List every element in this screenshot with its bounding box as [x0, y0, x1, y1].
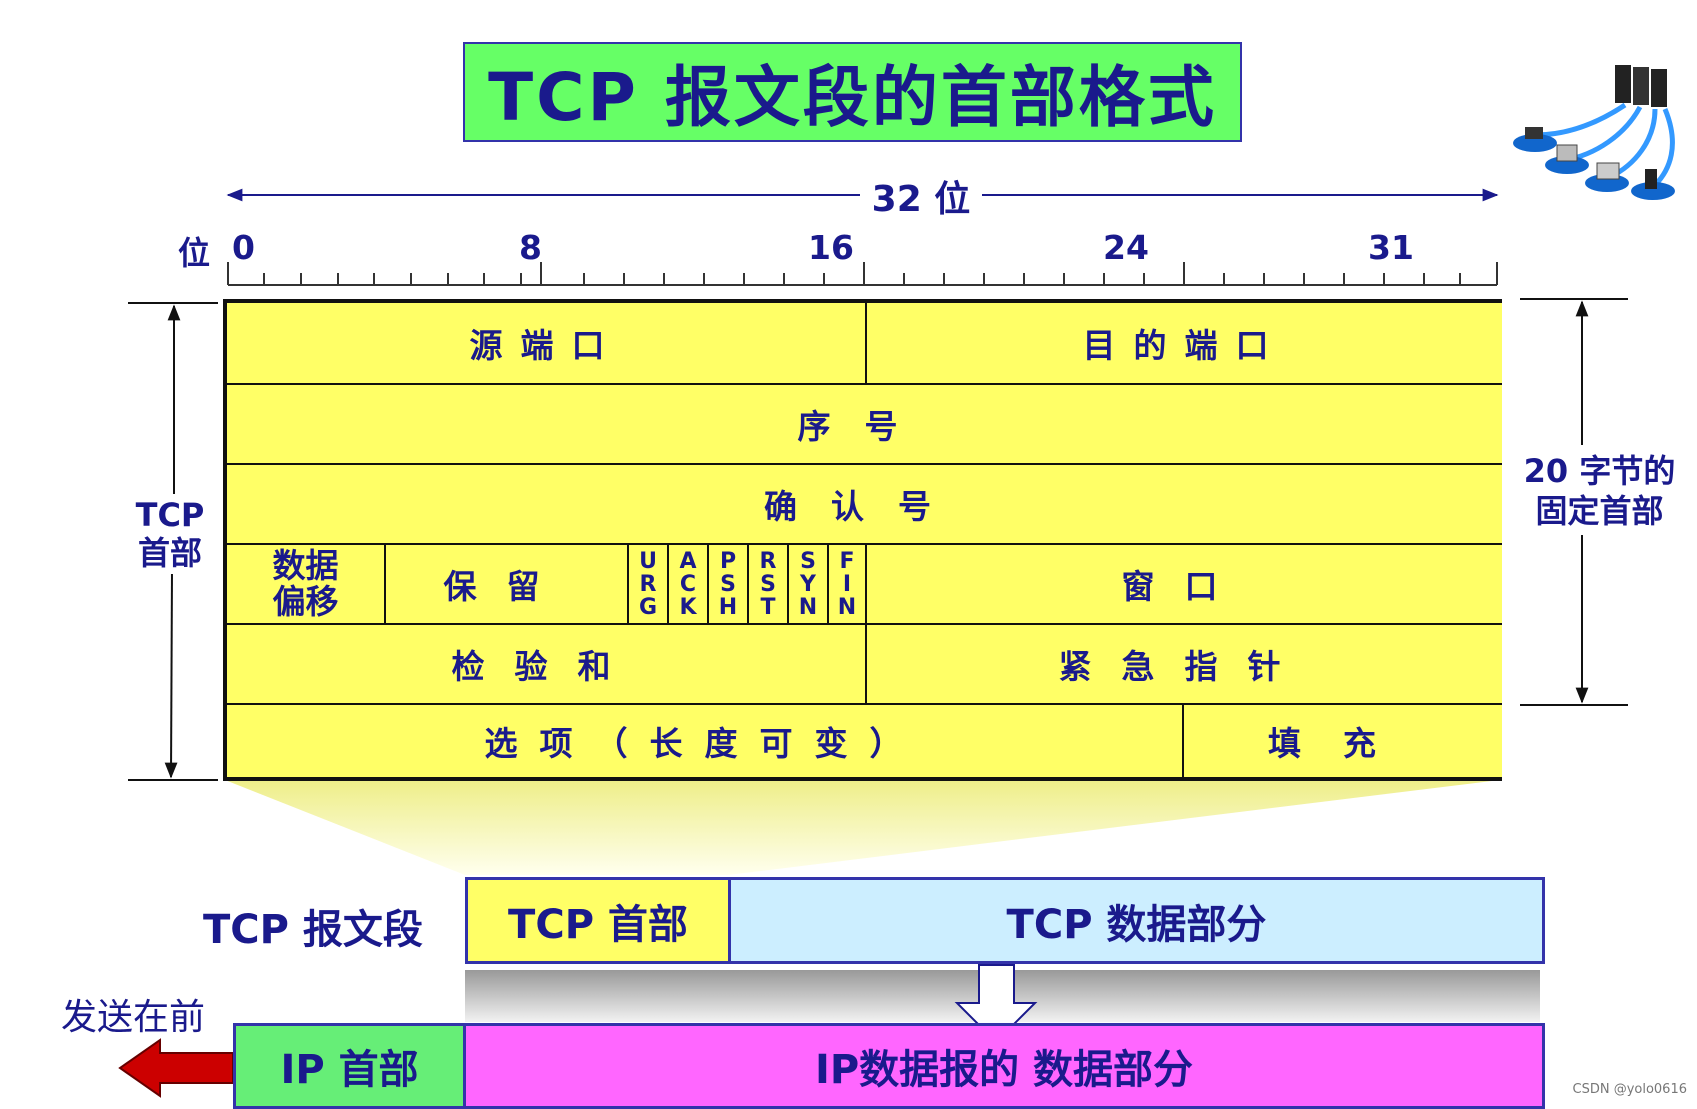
- bit-axis-ticks: [227, 262, 1498, 285]
- field-reserved: 保留: [386, 545, 629, 625]
- field-ack-number: 确认号: [227, 465, 1502, 545]
- funnel-shadow: [225, 780, 1500, 875]
- ip-header: IP 首部: [233, 1023, 466, 1109]
- fixed-header-label-line2: 固定首部: [1535, 492, 1664, 530]
- tcp-header-arrow-down: [164, 569, 178, 779]
- field-data-offset: 数据 偏移: [227, 545, 386, 625]
- segment-tcp-header: TCP 首部: [465, 877, 731, 964]
- send-first-label: 发送在前: [61, 997, 206, 1038]
- network-icon: [1513, 65, 1675, 200]
- tcp-header-label: TCP 首部: [128, 494, 212, 574]
- field-padding: 填充: [1184, 705, 1502, 777]
- bit-tick-8: 8: [519, 228, 542, 267]
- field-destination-port: 目的端口: [867, 303, 1502, 385]
- down-arrow: [954, 964, 1038, 1044]
- fixed-header-label-line1: 20 字节的: [1523, 452, 1676, 490]
- send-first-arrow: [118, 1038, 234, 1098]
- page-title: TCP 报文段的首部格式: [463, 42, 1242, 142]
- bit-tick-16: 16: [808, 228, 854, 267]
- field-checksum: 检验和: [227, 625, 867, 705]
- tcp-header-label-line2: 首部: [137, 534, 202, 572]
- field-urgent-pointer: 紧急指针: [867, 625, 1502, 705]
- bit-unit-label: 位: [178, 234, 211, 272]
- data-offset-line2: 偏移: [272, 582, 339, 621]
- field-sequence-number: 序号: [227, 385, 1502, 465]
- segment-tcp-data: TCP 数据部分: [731, 877, 1545, 964]
- field-source-port: 源端口: [227, 303, 867, 385]
- bit-width-label: 32 位: [871, 179, 971, 220]
- field-options: 选项（长度可变）: [227, 705, 1184, 777]
- bit-tick-24: 24: [1103, 228, 1149, 267]
- watermark: CSDN @yolo0616: [1572, 1082, 1688, 1097]
- data-offset-line1: 数据: [272, 546, 339, 585]
- bit-tick-0: 0: [232, 228, 255, 267]
- field-window: 窗口: [867, 545, 1502, 625]
- segment-label: TCP 报文段: [203, 907, 423, 953]
- tcp-header-label-line1: TCP: [135, 496, 205, 534]
- bit-tick-31: 31: [1368, 228, 1414, 267]
- fixed-header-label: 20 字节的 固定首部: [1512, 448, 1687, 534]
- ip-data: IP数据报的 数据部分: [466, 1023, 1545, 1109]
